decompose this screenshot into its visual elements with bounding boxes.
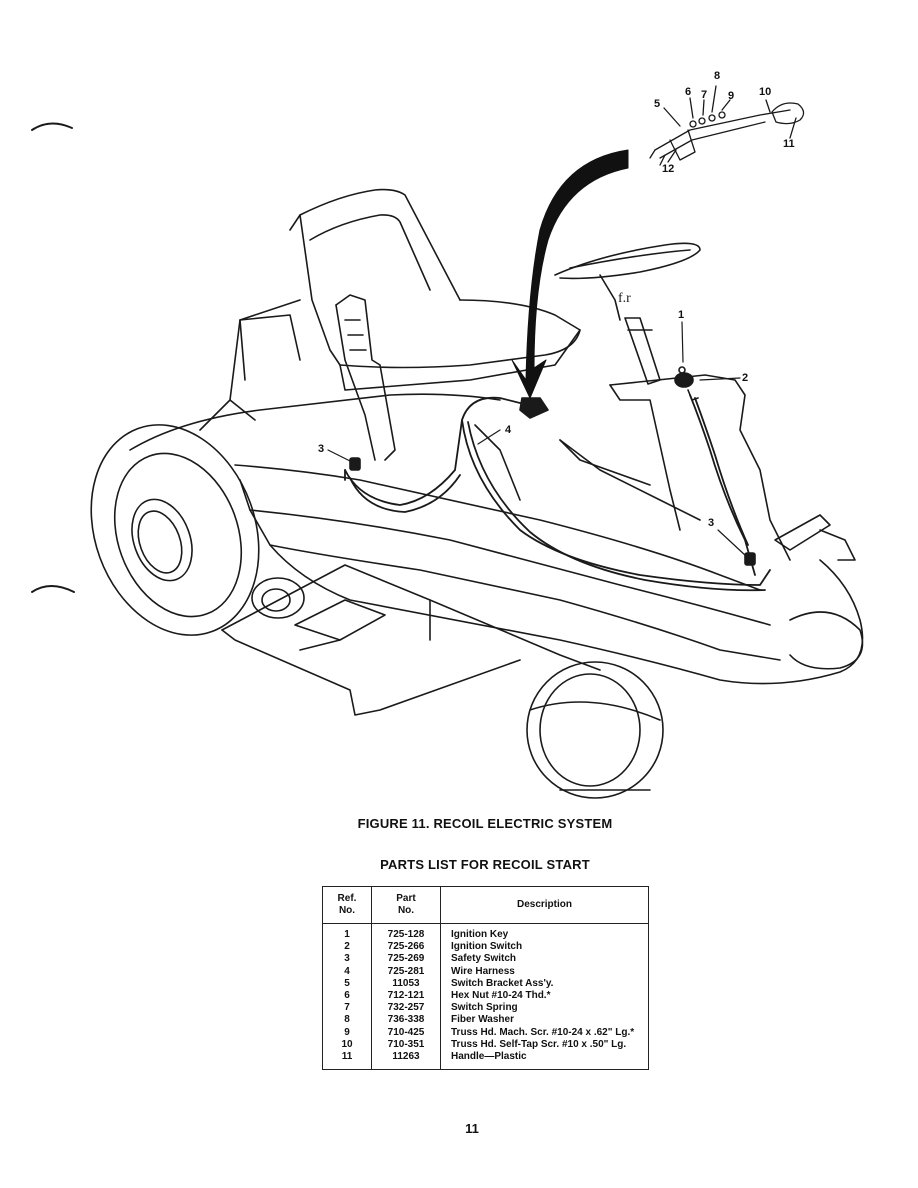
table-row: 4 725-281 Wire Harness xyxy=(322,965,649,978)
row-ref: 3 xyxy=(322,953,372,966)
binder-marks xyxy=(31,122,75,593)
callout-1: 1 xyxy=(678,309,685,321)
row-ref: 10 xyxy=(322,1038,372,1052)
callout-11: 11 xyxy=(783,138,795,150)
rear-handle xyxy=(774,514,856,561)
rear-wheel xyxy=(90,424,260,636)
wire-harness xyxy=(344,394,771,592)
row-description: Safety Switch xyxy=(451,953,517,965)
callout-5: 5 xyxy=(654,98,661,110)
row-description: Handle—Plastic xyxy=(451,1051,527,1063)
row-ref: 7 xyxy=(322,1002,372,1015)
row-part: 725-128 xyxy=(371,923,441,942)
row-part: 732-257 xyxy=(371,1002,441,1015)
table-row: 8 736-338 Fiber Washer xyxy=(322,1014,649,1027)
callout-7: 7 xyxy=(701,89,708,101)
row-ref: 4 xyxy=(322,965,372,978)
riding-mower-illustration: f.r xyxy=(31,85,864,799)
parts-table: Ref. No. Part No. Description 1 725-128 … xyxy=(322,886,649,1071)
row-part: 725-281 xyxy=(371,965,441,978)
header-part-no: Part No. xyxy=(371,886,441,924)
row-description: Switch Bracket Ass'y. xyxy=(451,977,554,989)
seat xyxy=(289,188,581,391)
table-row: 10 710-351 Truss Hd. Self-Tap Scr. #10 x… xyxy=(322,1038,649,1052)
row-part: 725-266 xyxy=(371,941,441,954)
callout-3-right: 3 xyxy=(708,517,715,529)
row-ref: 5 xyxy=(322,977,372,991)
row-description: Ignition Key xyxy=(451,929,509,940)
safety-switch-graphic xyxy=(349,457,756,566)
table-row: 6 712-121 Hex Nut #10-24 Thd.* xyxy=(322,990,649,1003)
row-part: 736-338 xyxy=(371,1014,441,1027)
table-row: 1 725-128 Ignition Key xyxy=(322,923,649,942)
lift-lever xyxy=(335,294,396,461)
callout-leaders xyxy=(327,321,747,557)
harness-connector xyxy=(519,397,549,419)
callout-12: 12 xyxy=(662,163,675,175)
row-part: 712-121 xyxy=(371,990,441,1003)
dash-console xyxy=(474,374,791,561)
row-ref: 8 xyxy=(322,1014,372,1027)
row-part: 710-351 xyxy=(371,1038,441,1052)
row-description: Truss Hd. Self-Tap Scr. #10 x .50" Lg. xyxy=(451,1038,627,1050)
row-part: 710-425 xyxy=(371,1026,441,1039)
header-ref-line2: No. xyxy=(338,905,356,916)
callout-6: 6 xyxy=(685,86,692,98)
callout-8: 8 xyxy=(714,70,721,82)
row-ref: 9 xyxy=(322,1026,372,1039)
row-ref: 2 xyxy=(322,941,372,954)
row-ref: 1 xyxy=(322,923,372,942)
callout-3-left: 3 xyxy=(318,443,325,455)
row-part: 11263 xyxy=(371,1051,441,1070)
parts-table-header: Ref. No. Part No. Description xyxy=(322,886,649,924)
callout-10: 10 xyxy=(759,86,772,98)
left-front-wheel xyxy=(251,577,305,619)
mower-body xyxy=(129,299,864,685)
right-wheel xyxy=(789,611,864,670)
row-part: 725-269 xyxy=(371,953,441,966)
row-description: Wire Harness xyxy=(451,965,515,977)
row-ref: 11 xyxy=(322,1051,372,1070)
header-part-line1: Part xyxy=(396,893,416,904)
front-wheel xyxy=(526,661,664,799)
table-row: 9 710-425 Truss Hd. Mach. Scr. #10-24 x … xyxy=(322,1026,649,1039)
switch-bracket-detail xyxy=(649,85,805,166)
figure-caption: FIGURE 11. RECOIL ELECTRIC SYSTEM xyxy=(357,816,613,831)
svg-text:f.r: f.r xyxy=(618,291,631,306)
parts-list-title: PARTS LIST FOR RECOIL START xyxy=(380,857,590,872)
pointer-arrow xyxy=(511,149,629,399)
table-row: 7 732-257 Switch Spring xyxy=(322,1002,649,1015)
table-row: 5 11053 Switch Bracket Ass'y. xyxy=(322,977,649,991)
header-ref-line1: Ref. xyxy=(337,893,357,904)
row-description: Fiber Washer xyxy=(451,1014,514,1026)
row-description: Switch Spring xyxy=(451,1002,518,1014)
callout-2: 2 xyxy=(742,372,749,384)
mower-deck xyxy=(221,564,601,716)
header-ref-no: Ref. No. xyxy=(322,886,372,924)
callout-4: 4 xyxy=(505,424,512,436)
table-row: 11 11263 Handle—Plastic xyxy=(322,1051,649,1070)
row-part: 11053 xyxy=(371,977,441,991)
header-part-line2: No. xyxy=(397,905,415,916)
page-number: 11 xyxy=(465,1121,479,1136)
callout-9: 9 xyxy=(728,90,735,102)
row-description: Truss Hd. Mach. Scr. #10-24 x .62" Lg.* xyxy=(451,1026,635,1038)
row-description: Hex Nut #10-24 Thd.* xyxy=(451,990,551,1002)
row-ref: 6 xyxy=(322,990,372,1003)
table-row: 3 725-269 Safety Switch xyxy=(322,953,649,966)
row-description: Ignition Switch xyxy=(451,941,523,953)
ignition-switch-graphic xyxy=(674,366,699,401)
table-row: 2 725-266 Ignition Switch xyxy=(322,941,649,954)
header-description: Description xyxy=(440,886,649,924)
